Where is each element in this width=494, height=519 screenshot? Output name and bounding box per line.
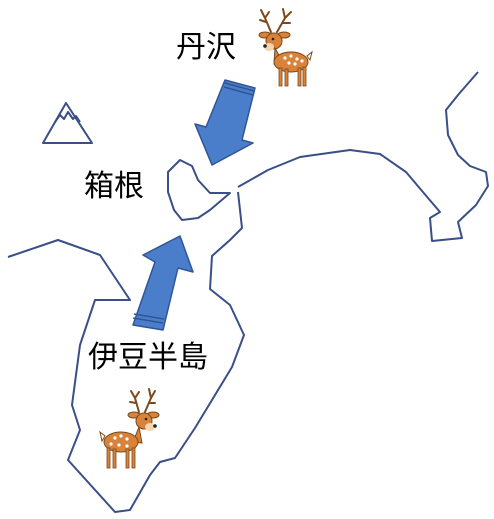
arrow-tanzawa-to-hakone (194, 79, 256, 166)
coastline-mainland (237, 71, 489, 242)
place-label-hakone: 箱根 (84, 169, 144, 204)
mount-fuji-icon (42, 102, 93, 144)
deer-icon (99, 388, 160, 469)
place-label-tanzawa: 丹沢 (176, 30, 236, 65)
lake-ashi-outline (167, 159, 231, 221)
coastline-izu (7, 191, 245, 513)
place-label-izu: 伊豆半島 (88, 340, 208, 375)
arrow-izu-to-hakone (132, 235, 194, 331)
deer-icon (258, 8, 313, 87)
